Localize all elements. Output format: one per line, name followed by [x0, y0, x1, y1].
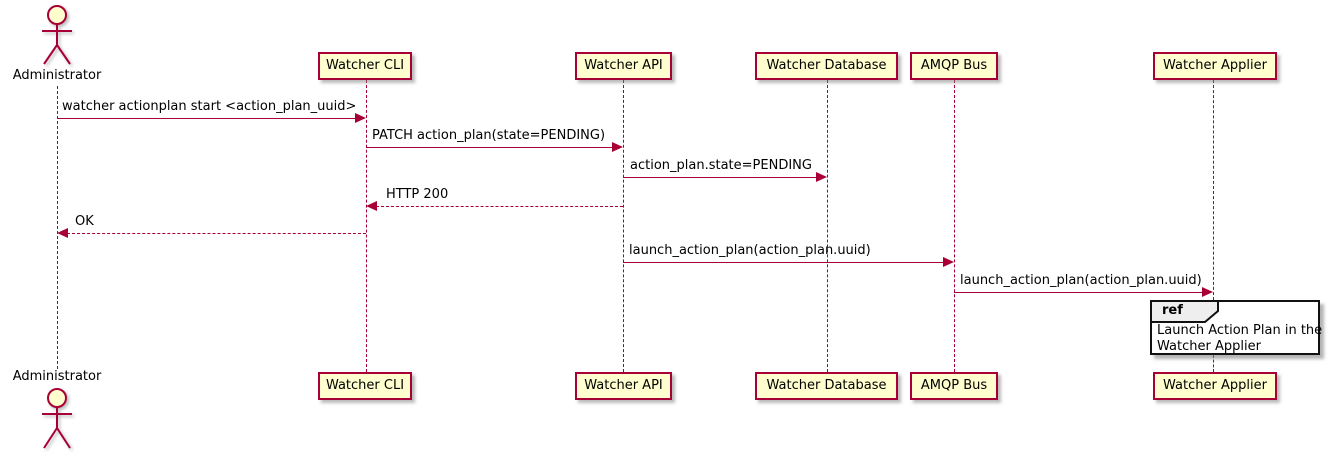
arrowhead-right-icon: [612, 142, 623, 152]
message-label: launch_action_plan(action_plan.uuid): [960, 273, 1202, 288]
actor-administrator-label-top: Administrator: [12, 68, 102, 83]
participant-watcher-api-bottom: Watcher API: [575, 372, 672, 400]
administrator-actor-icon: [42, 388, 72, 449]
message-line: [623, 177, 818, 178]
arrowhead-left-icon: [366, 201, 377, 211]
arrowhead-right-icon: [943, 257, 954, 267]
actor-administrator-label-bottom: Administrator: [12, 369, 102, 384]
message-label: HTTP 200: [386, 187, 449, 202]
message-label: launch_action_plan(action_plan.uuid): [629, 243, 871, 258]
participant-amqp-bus-top: AMQP Bus: [910, 52, 998, 80]
participant-watcher-cli-bottom: Watcher CLI: [318, 372, 412, 400]
lifeline-watcher-cli: [366, 80, 367, 372]
ref-text-line1: Launch Action Plan in the: [1157, 323, 1323, 338]
ref-fragment: ref Launch Action Plan in the Watcher Ap…: [1150, 300, 1323, 355]
participant-watcher-applier-top: Watcher Applier: [1153, 52, 1277, 80]
administrator-actor-icon: [42, 5, 72, 65]
message-line: [954, 292, 1204, 293]
arrowhead-right-icon: [1202, 287, 1213, 297]
participant-watcher-api-top: Watcher API: [575, 52, 672, 80]
participant-amqp-bus-bottom: AMQP Bus: [910, 372, 998, 400]
lifeline-watcher-applier: [1213, 80, 1214, 300]
arrowhead-left-icon: [57, 228, 68, 238]
participant-watcher-cli-top: Watcher CLI: [318, 52, 412, 80]
participant-watcher-database-bottom: Watcher Database: [755, 372, 898, 400]
message-line: [67, 233, 366, 234]
lifeline-watcher-database: [827, 80, 828, 372]
participant-watcher-database-top: Watcher Database: [755, 52, 898, 80]
lifeline-watcher-api: [623, 80, 624, 372]
message-label: OK: [75, 214, 94, 229]
lifeline-administrator: [57, 86, 58, 369]
ref-text: Launch Action Plan in the Watcher Applie…: [1157, 323, 1323, 355]
message-line: [376, 206, 623, 207]
participant-watcher-applier-bottom: Watcher Applier: [1153, 372, 1277, 400]
arrowhead-right-icon: [816, 172, 827, 182]
message-line: [623, 262, 945, 263]
ref-text-line2: Watcher Applier: [1157, 339, 1261, 354]
message-line: [366, 147, 614, 148]
lifeline-watcher-applier-below-ref: [1213, 355, 1214, 372]
message-label: PATCH action_plan(state=PENDING): [372, 128, 606, 143]
lifeline-amqp-bus: [954, 80, 955, 372]
ref-header-pentagon-icon: [1150, 300, 1219, 323]
message-line: [57, 118, 357, 119]
message-label: action_plan.state=PENDING: [630, 158, 812, 173]
message-label: watcher actionplan start <action_plan_uu…: [62, 99, 357, 114]
ref-keyword: ref: [1162, 303, 1183, 318]
arrowhead-right-icon: [355, 113, 366, 123]
